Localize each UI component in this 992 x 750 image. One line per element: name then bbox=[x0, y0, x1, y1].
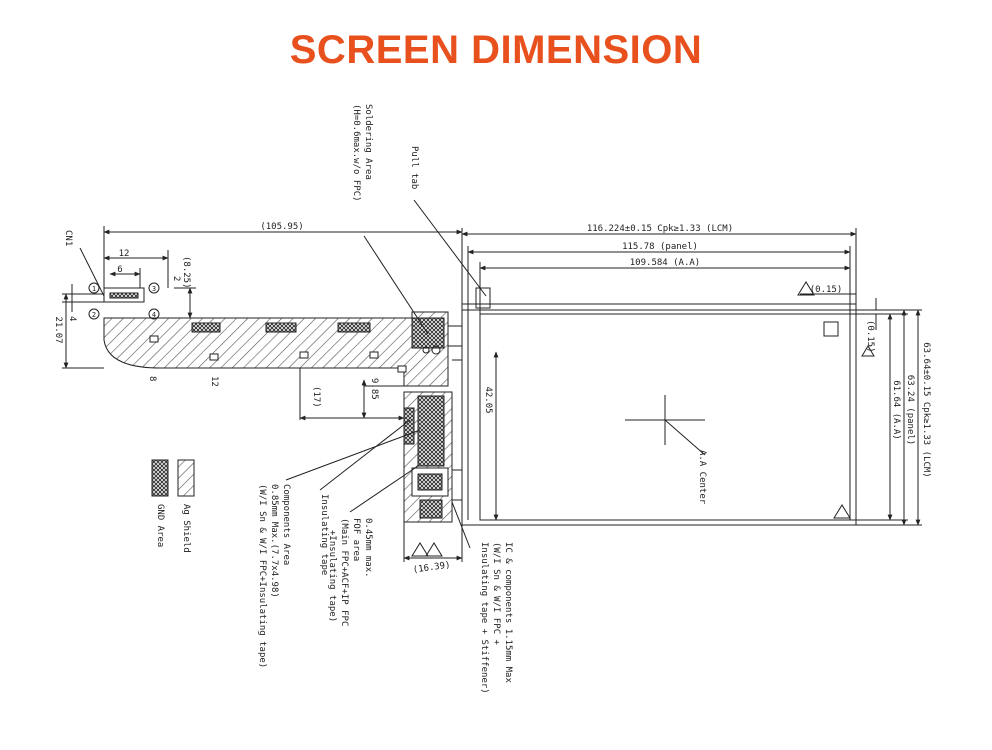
dim-aa-height: 61.64 (A.A) bbox=[891, 380, 901, 440]
dim-aa-width: 109.584 (A.A) bbox=[630, 258, 700, 268]
dim-12: 12 bbox=[119, 249, 130, 259]
lcm-outline bbox=[461, 309, 857, 526]
label-aa-center: A.A Center bbox=[697, 450, 707, 505]
label-ic-components-2: (W/I Sn & W/I FPC + bbox=[491, 542, 501, 646]
label-ic-components-1: IC & components 1.15mm Max bbox=[503, 542, 513, 683]
dim-8: 8 bbox=[147, 376, 157, 381]
dim-12b: 12 bbox=[209, 376, 219, 387]
gnd-pad bbox=[337, 322, 371, 333]
dim-985: 9.85 bbox=[369, 378, 379, 400]
label-cn1: CN1 bbox=[63, 230, 73, 246]
legend-gnd-area-swatch bbox=[151, 459, 169, 497]
connector-cn1 bbox=[88, 282, 160, 320]
label-fof-area-2: FOF area bbox=[351, 518, 361, 561]
active-area bbox=[479, 313, 851, 521]
gnd-pad bbox=[265, 322, 297, 333]
label-fof-area-3: (Main FPC+ACF+IP FPC bbox=[339, 518, 349, 626]
dim-fpc-length: (105.95) bbox=[260, 222, 303, 232]
dim-4: 4 bbox=[67, 316, 77, 321]
label-fof-area-1: 0.45mm max. bbox=[363, 518, 373, 578]
page-title: SCREEN DIMENSION bbox=[289, 28, 703, 72]
connector-mark-1: 1 bbox=[92, 285, 96, 293]
connector-mark-4: 4 bbox=[152, 311, 156, 319]
legend-gnd-area-label: GND Area bbox=[155, 504, 165, 547]
dim-2: 2 bbox=[171, 276, 181, 281]
dim-panel-width: 115.78 (panel) bbox=[622, 242, 698, 252]
dim-offset-top: (0.15) bbox=[810, 285, 843, 295]
dim-lcm-height: 63.64±0.15 Cpk≥1.33 (LCM) bbox=[921, 342, 931, 477]
dim-panel-height: 63.24 (panel) bbox=[905, 375, 915, 445]
label-soldering-area-2: (H=0.6max.w/o FPC) bbox=[351, 104, 361, 202]
label-fof-area-4: +Insulating tape) bbox=[327, 530, 337, 622]
legend-ag-shield-label: Ag Shield bbox=[181, 504, 191, 553]
label-soldering-area-1: Soldering Area bbox=[363, 104, 373, 180]
dim-offset-side: (0.15) bbox=[865, 320, 875, 353]
dim-17: (17) bbox=[311, 386, 321, 408]
label-components-area-2: 0.85mm Max.(7.7x4.98) bbox=[269, 484, 279, 598]
dim-lcm-width: 116.224±0.15 Cpk≥1.33 (LCM) bbox=[587, 224, 733, 234]
gnd-block bbox=[417, 395, 445, 467]
connector-mark-2: 2 bbox=[92, 311, 96, 319]
label-pull-tab: Pull tab bbox=[409, 146, 419, 189]
label-components-area-1: Components Area bbox=[281, 484, 291, 565]
gnd-pad bbox=[191, 322, 221, 333]
connector-mark-3: 3 bbox=[152, 285, 156, 293]
legend-ag-shield-swatch bbox=[177, 459, 195, 497]
label-components-area-3: (W/I Sn & W/I FPC+Insulating tape) bbox=[257, 484, 267, 668]
dim-4205: 42.05 bbox=[483, 386, 493, 413]
dim-6: 6 bbox=[117, 265, 122, 275]
label-ic-components-3: Insulating tape + Stiffener) bbox=[479, 542, 489, 694]
label-insulating-tape: Insulating tape bbox=[319, 494, 329, 575]
dim-1639: (16.39) bbox=[412, 560, 451, 575]
dim-825: (8.25) bbox=[181, 256, 191, 289]
dim-2107: 21.07 bbox=[53, 316, 63, 343]
